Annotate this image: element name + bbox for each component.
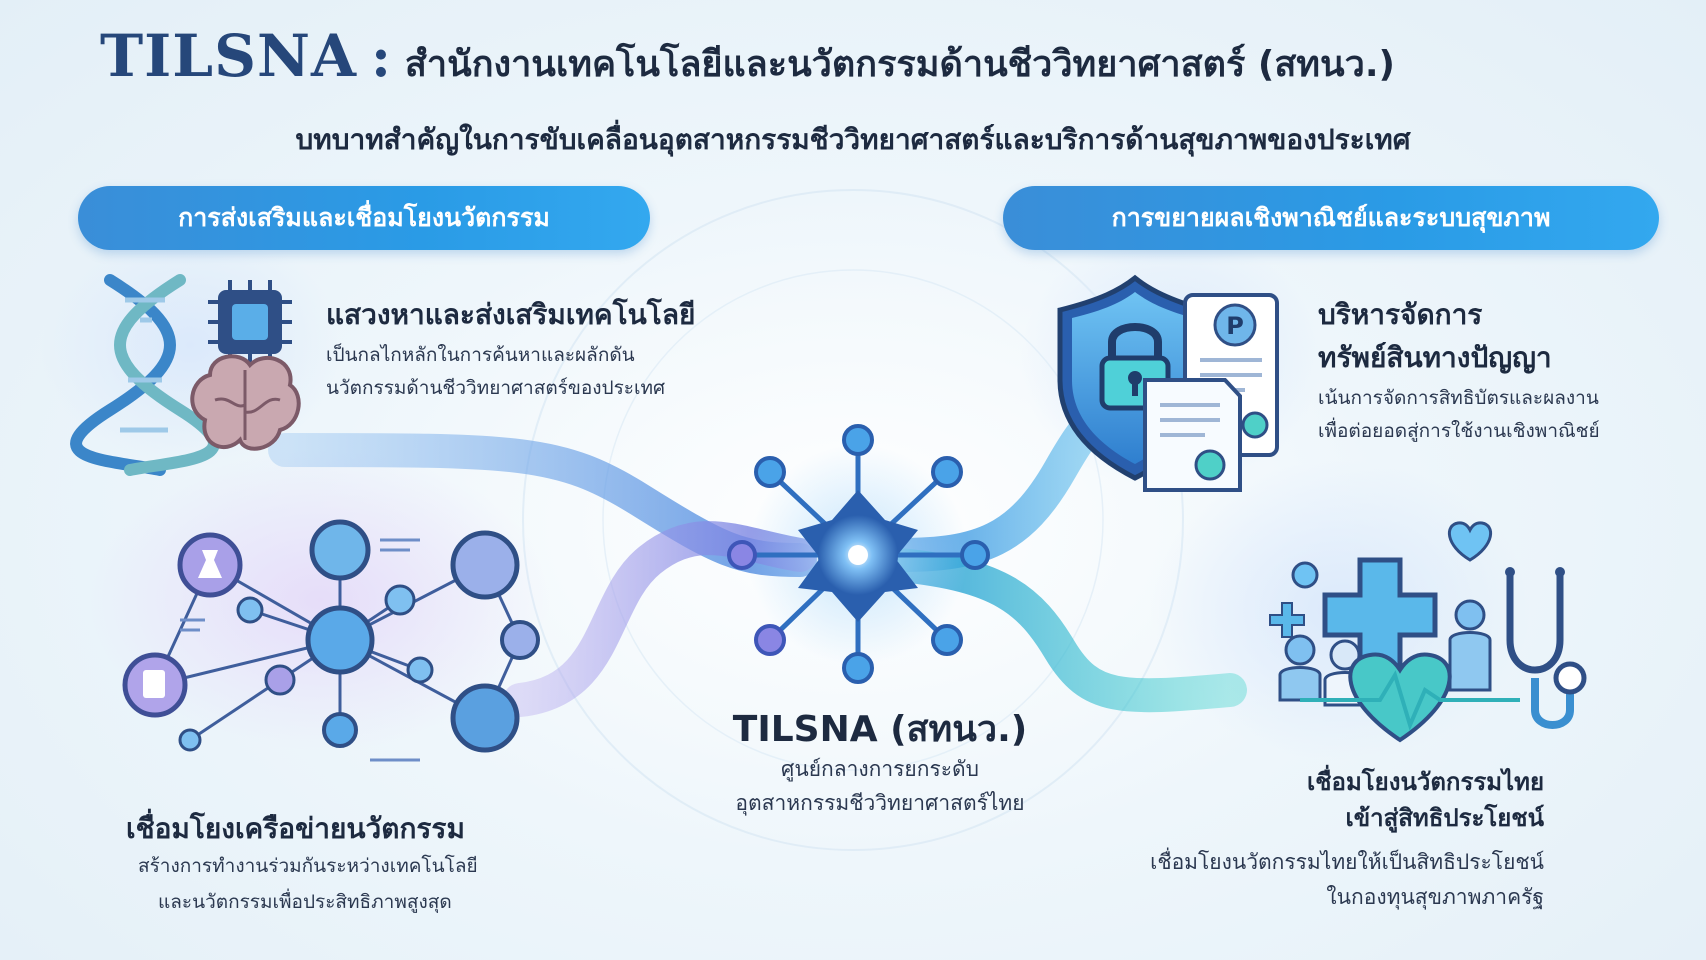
title-separator: : — [370, 25, 391, 89]
network-heading: เชื่อมโยงเครือข่ายนวัตกรรม — [126, 812, 465, 845]
health-heading-line2: เข้าสู่สิทธิประโยชน์ — [1345, 804, 1544, 832]
hub-icon — [727, 424, 990, 684]
center-desc-line2: อุตสาหกรรมชีววิทยาศาสตร์ไทย — [735, 791, 1025, 815]
heart-icon — [1300, 521, 1520, 743]
page-title: สำนักงานเทคโนโลยีและนวัตกรรมด้านชีววิทยา… — [404, 44, 1395, 85]
network-icon — [122, 519, 540, 762]
ip-desc-line2: เพื่อต่อยอดสู่การใช้งานเชิงพาณิชย์ — [1318, 420, 1600, 442]
brain-icon — [190, 354, 301, 451]
brand-title: TILSNA — [100, 22, 357, 90]
tech-heading: แสวงหาและส่งเสริมเทคโนโลยี — [326, 298, 696, 331]
ip-heading-line1: บริหารจัดการ — [1318, 298, 1483, 331]
patent-document-icon — [1143, 293, 1279, 492]
page-header: TILSNA : สำนักงานเทคโนโลยีและนวัตกรรมด้า… — [100, 22, 1395, 92]
patent-letter: P — [1226, 312, 1244, 340]
page-subtitle: บทบาทสำคัญในการขับเคลื่อนอุตสาหกรรมชีววิ… — [295, 123, 1411, 156]
ip-desc-line1: เน้นการจัดการสิทธิบัตรและผลงาน — [1318, 387, 1599, 409]
center-heading: TILSNA (สทนว.) — [732, 709, 1028, 750]
section-label-right: การขยายผลเชิงพาณิชย์และระบบสุขภาพ — [1003, 186, 1659, 250]
section-label-left: การส่งเสริมและเชื่อมโยงนวัตกรรม — [78, 186, 650, 250]
tech-desc-line2: นวัตกรรมด้านชีววิทยาศาสตร์ของประเทศ — [326, 377, 666, 399]
ip-heading-line2: ทรัพย์สินทางปัญญา — [1318, 341, 1552, 374]
health-desc-line2: ในกองทุนสุขภาพภาครัฐ — [1326, 885, 1544, 909]
center-desc: ศูนย์กลางการยกระดับ อุตสาหกรรมชีววิทยาศา… — [620, 752, 1140, 820]
dna-icon — [70, 274, 220, 476]
stethoscope-icon — [1505, 567, 1587, 729]
tech-desc-line1: เป็นกลไกหลักในการค้นหาและผลักดัน — [326, 344, 635, 366]
chip-icon — [208, 280, 292, 364]
network-desc-line2: และนวัตกรรมเพื่อประสิทธิภาพสูงสุด — [158, 891, 452, 913]
network-desc-line1: สร้างการทำงานร่วมกันระหว่างเทคโนโลยี — [138, 855, 478, 877]
health-heading-line1: เชื่อมโยงนวัตกรรมไทย — [1307, 768, 1544, 796]
health-desc-line1: เชื่อมโยงนวัตกรรมไทยให้เป็นสิทธิประโยชน์ — [1150, 850, 1544, 874]
center-desc-line1: ศูนย์กลางการยกระดับ — [781, 757, 979, 781]
